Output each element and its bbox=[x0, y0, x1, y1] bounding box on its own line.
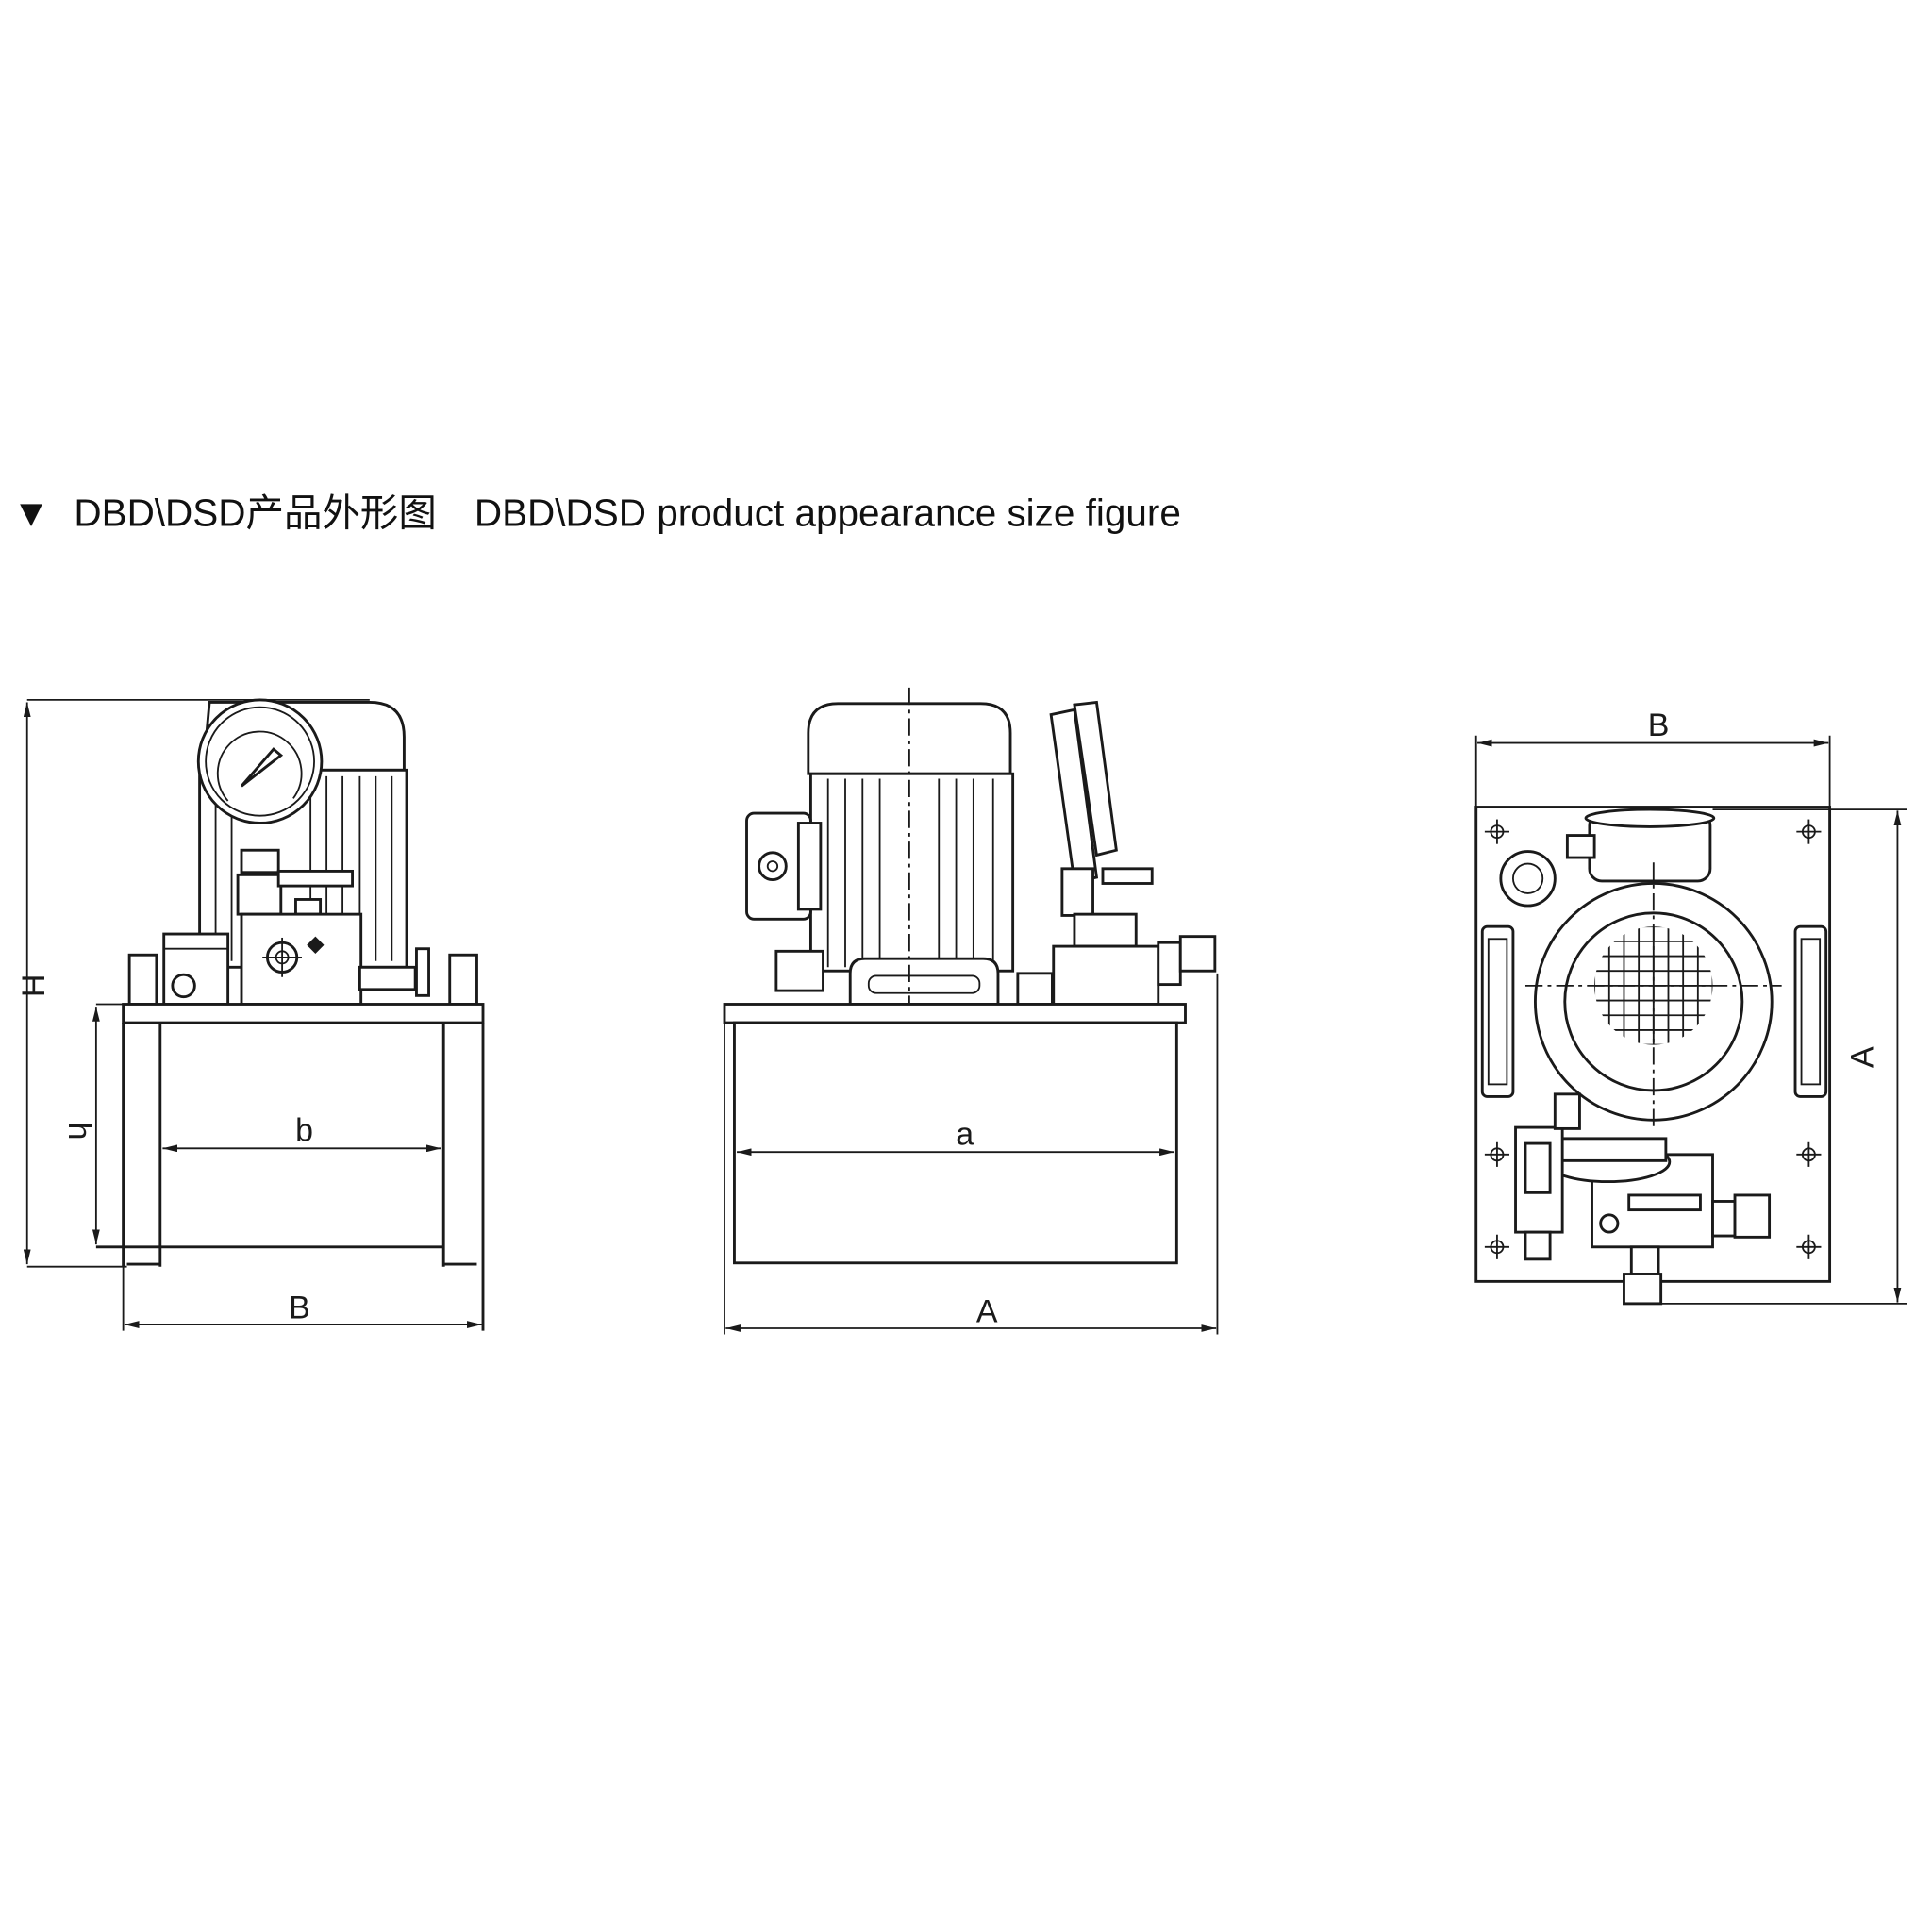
dim-label-top-A: A bbox=[1844, 1046, 1880, 1068]
dim-label-A: A bbox=[976, 1293, 998, 1329]
dim-label-h: h bbox=[61, 1123, 97, 1141]
dim-label-b: b bbox=[295, 1112, 313, 1148]
top-view: B A bbox=[1474, 708, 1907, 1306]
title-marker: ▼ bbox=[12, 491, 50, 535]
title-english: DBD\DSD product appearance size figure bbox=[475, 491, 1181, 535]
side-view: a A bbox=[723, 687, 1219, 1335]
title-chinese: DBD\DSD产品外形图 bbox=[74, 491, 436, 535]
dim-label-B: B bbox=[289, 1291, 310, 1326]
figure-title: ▼ DBD\DSD产品外形图 DBD\DSD product appearanc… bbox=[12, 491, 1181, 535]
dim-label-a: a bbox=[956, 1116, 974, 1152]
pressure-gauge-icon bbox=[196, 698, 324, 824]
front-view: H h b B bbox=[15, 698, 485, 1331]
dim-label-H: H bbox=[15, 974, 51, 998]
mounting-holes bbox=[1484, 819, 1822, 1259]
dim-label-top-B: B bbox=[1648, 708, 1670, 743]
